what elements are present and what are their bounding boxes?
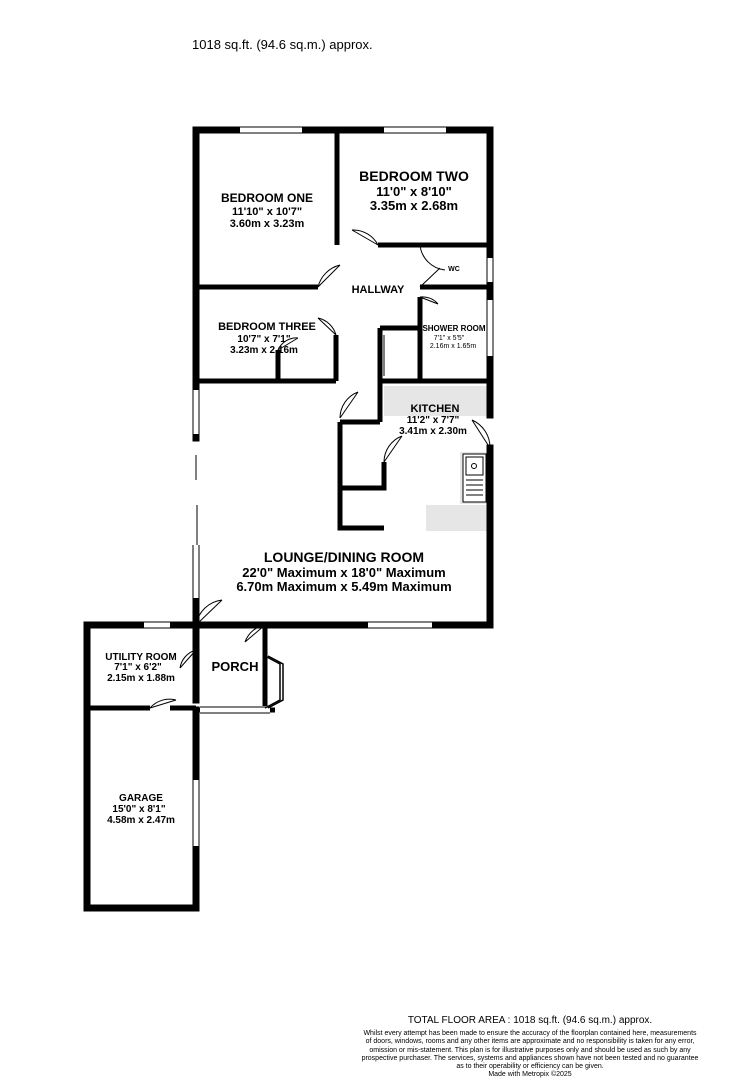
- room-wc: WC: [448, 266, 460, 273]
- room-name: SHOWER ROOM: [422, 324, 485, 333]
- room-name: UTILITY ROOM: [105, 652, 176, 663]
- room-kitchen: KITCHEN 11'2" x 7'7" 3.41m x 2.30m: [399, 403, 467, 437]
- area-summary: 1018 sq.ft. (94.6 sq.m.) approx.: [192, 37, 373, 52]
- room-metric: 3.23m x 2.16m: [230, 345, 298, 356]
- room-name: BEDROOM THREE: [218, 321, 316, 333]
- room-imperial: 11'10" x 10'7": [232, 206, 302, 218]
- credit: Made with Metropix ©2025: [488, 1071, 572, 1079]
- room-name: HALLWAY: [352, 284, 405, 296]
- room-metric: 2.15m x 1.88m: [107, 673, 175, 684]
- kitchen-worktop: [426, 505, 488, 531]
- room-porch: PORCH: [212, 659, 259, 674]
- footer: TOTAL FLOOR AREA : 1018 sq.ft. (94.6 sq.…: [340, 1015, 720, 1079]
- room-name: PORCH: [212, 659, 259, 674]
- sink: [462, 453, 487, 503]
- doors: [149, 229, 491, 709]
- room-imperial: 10'7" x 7'1": [237, 334, 290, 345]
- room-garage: GARAGE 15'0" x 8'1" 4.58m x 2.47m: [107, 793, 175, 826]
- room-imperial: 22'0" Maximum x 18'0" Maximum: [242, 565, 446, 580]
- room-metric: 3.41m x 2.30m: [399, 426, 467, 437]
- porch-bay-window: [264, 655, 284, 709]
- window-frames: [96, 126, 494, 909]
- room-imperial: 11'0" x 8'10": [376, 184, 452, 199]
- room-bedroom-three: BEDROOM THREE 10'7" x 7'1" 3.23m x 2.16m: [218, 321, 316, 356]
- room-name: GARAGE: [119, 793, 163, 804]
- room-name: LOUNGE/DINING ROOM: [264, 549, 424, 565]
- room-name: BEDROOM TWO: [359, 168, 469, 184]
- room-metric: 4.58m x 2.47m: [107, 815, 175, 826]
- windows: [144, 126, 494, 846]
- room-lounge: LOUNGE/DINING ROOM 22'0" Maximum x 18'0"…: [236, 549, 451, 594]
- disclaimer-line: omission or mis-statement. This plan is …: [369, 1046, 691, 1054]
- room-imperial: 7'1" x 5'5": [434, 335, 465, 342]
- disclaimer-line: prospective purchaser. The services, sys…: [361, 1054, 699, 1062]
- room-metric: 3.35m x 2.68m: [370, 198, 458, 213]
- room-bedroom-one: BEDROOM ONE 11'10" x 10'7" 3.60m x 3.23m: [221, 191, 313, 230]
- interior-walls: [87, 130, 490, 713]
- room-utility: UTILITY ROOM 7'1" x 6'2" 2.15m x 1.88m: [105, 652, 176, 684]
- room-name: KITCHEN: [411, 403, 460, 415]
- room-bedroom-two: BEDROOM TWO 11'0" x 8'10" 3.35m x 2.68m: [359, 168, 469, 213]
- room-hallway: HALLWAY: [352, 284, 405, 296]
- disclaimer-line: of doors, windows, rooms and any other i…: [365, 1038, 695, 1046]
- total-floor-area: TOTAL FLOOR AREA : 1018 sq.ft. (94.6 sq.…: [407, 1015, 653, 1026]
- room-shower: SHOWER ROOM 7'1" x 5'5" 2.16m x 1.65m: [422, 324, 485, 350]
- disclaimer-line: Whilst every attempt has been made to en…: [363, 1030, 697, 1037]
- room-name: BEDROOM ONE: [221, 191, 313, 205]
- room-imperial: 7'1" x 6'2": [114, 662, 162, 673]
- room-metric: 2.16m x 1.65m: [430, 343, 476, 350]
- room-metric: 6.70m Maximum x 5.49m Maximum: [236, 579, 451, 594]
- kitchen-floor: [384, 386, 488, 416]
- room-metric: 3.60m x 3.23m: [230, 218, 305, 230]
- room-imperial: 15'0" x 8'1": [112, 804, 165, 815]
- disclaimer: Whilst every attempt has been made to en…: [340, 1030, 720, 1071]
- disclaimer-line: as to their operability or efficiency ca…: [456, 1063, 604, 1071]
- room-name: WC: [448, 266, 460, 273]
- room-imperial: 11'2" x 7'7": [407, 415, 460, 426]
